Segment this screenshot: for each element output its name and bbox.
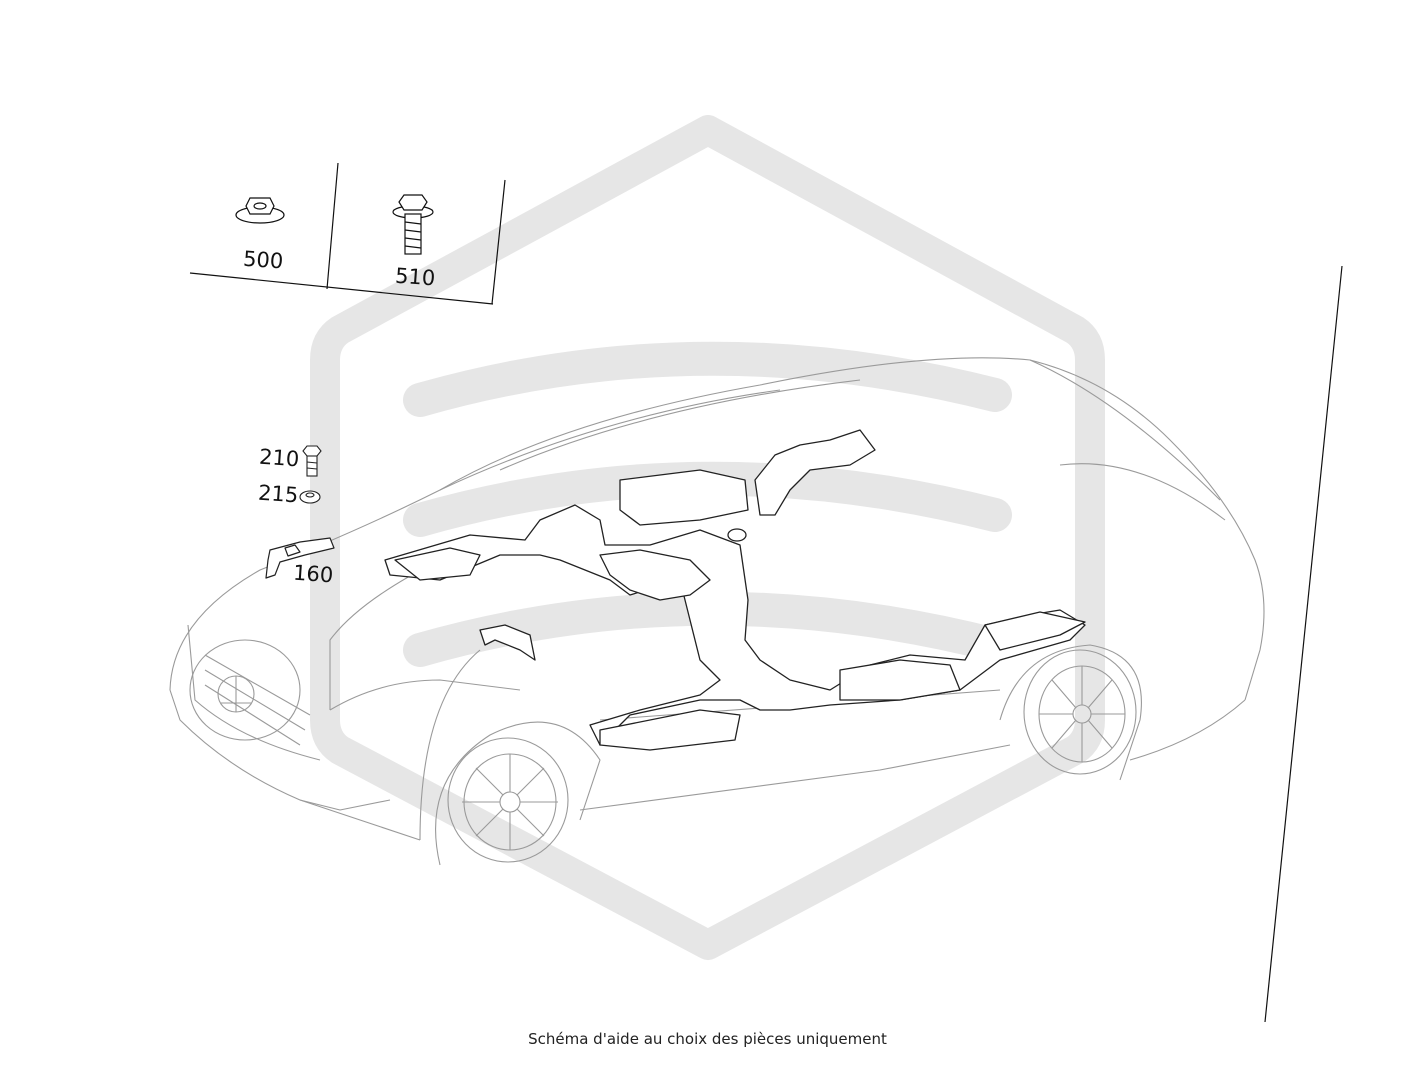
- frame-line: [1264, 265, 1343, 1023]
- underbody-duct-assembly: [384, 429, 1086, 751]
- callout-215: 215: [257, 481, 299, 508]
- hardware-table: [189, 162, 506, 305]
- bolt-icon: [302, 445, 322, 477]
- bracket-icon: [265, 537, 335, 579]
- diagram-caption: Schéma d'aide au choix des pièces unique…: [528, 1030, 887, 1048]
- callout-500: 500: [242, 247, 284, 274]
- rear-wheel: [1023, 649, 1137, 775]
- callout-510: 510: [394, 264, 436, 291]
- callout-160: 160: [292, 561, 334, 588]
- callout-210: 210: [258, 445, 300, 472]
- bolt-icon: [392, 194, 434, 255]
- nut-icon: [235, 197, 285, 224]
- nut-icon: [299, 490, 321, 504]
- front-wheel: [447, 737, 569, 863]
